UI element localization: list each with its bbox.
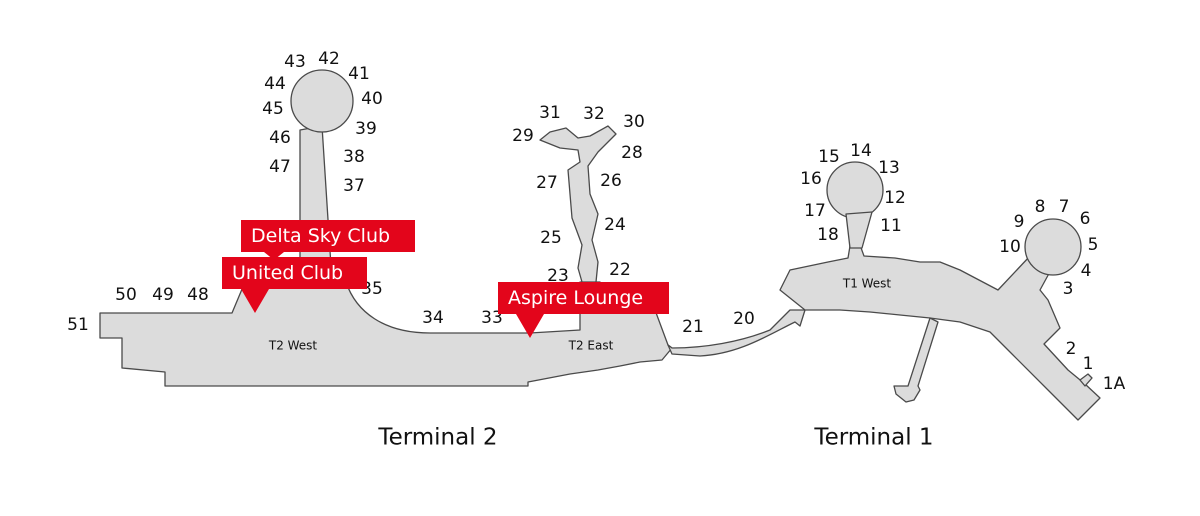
gate-label: 31 (539, 103, 561, 123)
gate-label: 15 (818, 147, 840, 167)
gate-label: 14 (850, 141, 872, 161)
gate-label: 34 (422, 308, 444, 328)
gate-label: 39 (355, 119, 377, 139)
t1-rotunda-west (826, 161, 884, 219)
gate-label: 11 (880, 216, 902, 236)
area-labels: T2 West T2 East T1 West (268, 277, 892, 353)
gate-label: 1A (1103, 374, 1126, 394)
connector-corridor (667, 309, 806, 357)
gate-label: 49 (152, 285, 174, 305)
gate-label: 4 (1081, 261, 1092, 281)
gate-label: 3 (1063, 279, 1074, 299)
gate-labels: 51 50 49 48 47 46 45 44 43 42 41 40 39 3… (67, 49, 1125, 394)
gate-label: 2 (1066, 339, 1077, 359)
gate-label: 18 (817, 225, 839, 245)
area-label-t2-west: T2 West (268, 339, 318, 353)
gate-label: 33 (481, 308, 503, 328)
terminal-1-title: Terminal 1 (813, 425, 933, 451)
gate-label: 30 (623, 112, 645, 132)
gate-label: 16 (800, 169, 822, 189)
t1-south-spur (893, 317, 939, 403)
terminal-1-building (779, 161, 1101, 421)
gate-label: 47 (269, 157, 291, 177)
gate-label: 25 (540, 228, 562, 248)
gate-label: 45 (262, 99, 284, 119)
area-label-t1-west: T1 West (842, 277, 892, 291)
t1-rotunda-west-arm (845, 211, 873, 249)
t1-gate-1a-stub (1079, 373, 1093, 387)
gate-label: 13 (878, 158, 900, 178)
terminal-2-title: Terminal 2 (377, 425, 497, 451)
gate-label: 10 (999, 237, 1021, 257)
gate-label: 20 (733, 309, 755, 329)
gate-label: 48 (187, 285, 209, 305)
gate-label: 28 (621, 143, 643, 163)
gate-label: 51 (67, 315, 89, 335)
gate-label: 9 (1014, 212, 1025, 232)
gate-label: 38 (343, 147, 365, 167)
gate-label: 6 (1080, 209, 1091, 229)
lounge-pointer-aspire-lounge (516, 314, 544, 338)
gate-label: 12 (884, 188, 906, 208)
gate-label: 27 (536, 173, 558, 193)
lounge-marker-united-club: United Club (222, 257, 367, 289)
gate-label: 32 (583, 104, 605, 124)
gate-label: 8 (1035, 197, 1046, 217)
gate-label: 37 (343, 176, 365, 196)
gate-label: 26 (600, 171, 622, 191)
gate-label: 41 (348, 64, 370, 84)
terminal-titles: Terminal 2 Terminal 1 (377, 425, 933, 451)
gate-label: 42 (318, 49, 340, 69)
gate-label: 22 (609, 260, 631, 280)
gate-label: 40 (361, 89, 383, 109)
gate-label: 21 (682, 317, 704, 337)
lounge-pointer-delta-sky-club (264, 252, 284, 260)
t1-main-concourse (779, 244, 1101, 421)
lounge-pointer-united-club (241, 289, 269, 313)
t2-north-pier-rotunda (290, 69, 354, 133)
gate-label: 7 (1059, 197, 1070, 217)
gate-label: 5 (1088, 235, 1099, 255)
gate-label: 17 (804, 201, 826, 221)
lounge-marker-delta-sky-club: Delta Sky Club (241, 220, 415, 252)
t2-east-pier (539, 125, 617, 283)
gate-label: 46 (269, 128, 291, 148)
gate-label: 44 (264, 74, 286, 94)
gate-label: 43 (284, 52, 306, 72)
gate-label: 50 (115, 285, 137, 305)
gate-label: 24 (604, 215, 626, 235)
area-label-t2-east: T2 East (568, 339, 614, 353)
lounge-marker-aspire-lounge: Aspire Lounge (498, 282, 669, 314)
gate-label: 1 (1083, 354, 1094, 374)
gate-label: 29 (512, 126, 534, 146)
gate-label: 23 (547, 266, 569, 286)
t1-rotunda-east (1024, 218, 1082, 276)
